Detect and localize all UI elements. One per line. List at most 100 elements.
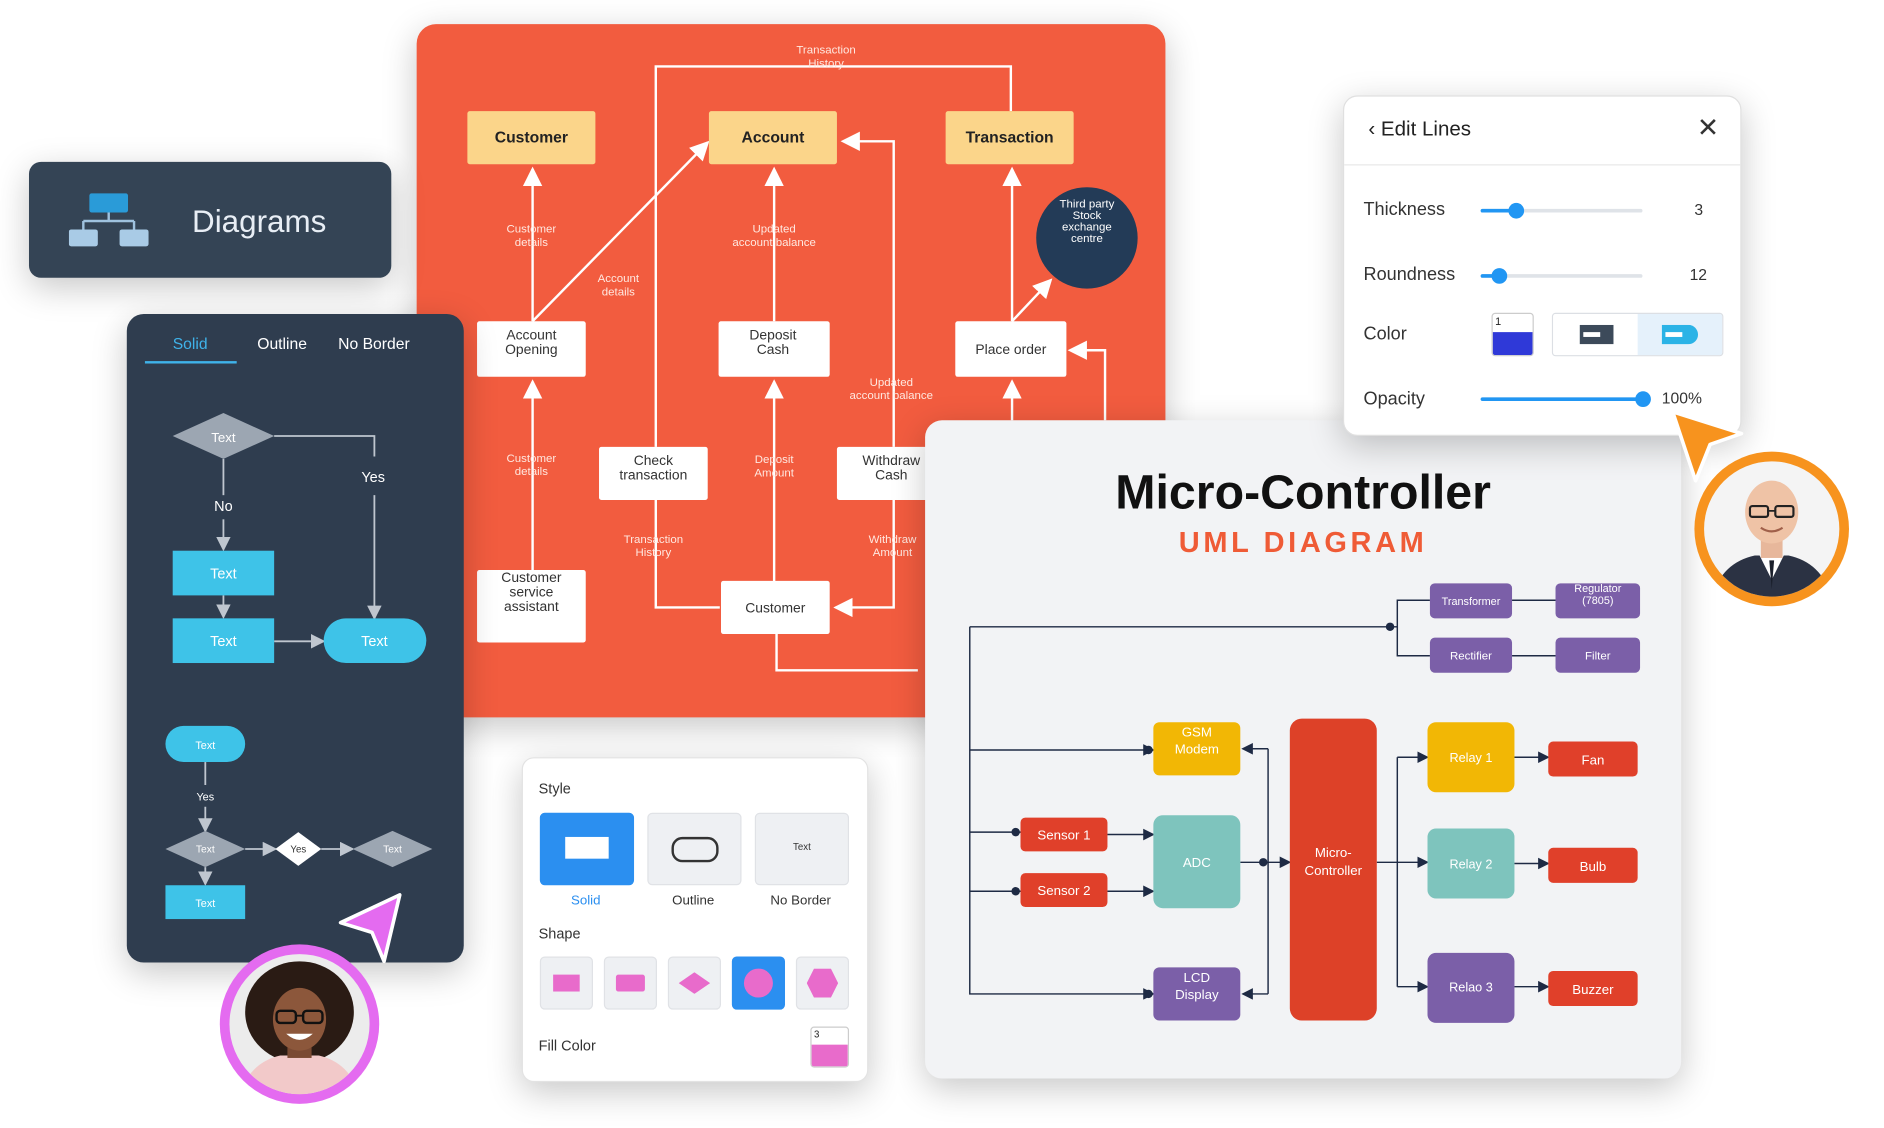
roundness-label: Roundness	[1363, 264, 1456, 286]
block-relay-1[interactable]: Relay 1	[1449, 751, 1492, 765]
process-node[interactable]: Text	[172, 618, 275, 664]
shape-rectangle-option[interactable]	[539, 956, 593, 1010]
shape-circle-option[interactable]	[731, 956, 786, 1010]
diamond-icon	[678, 972, 711, 994]
dfd-canvas: Customer Account Transaction	[467, 45, 1138, 672]
fill-color-swatch[interactable]: 3	[810, 1026, 850, 1068]
opacity-handle[interactable]	[1635, 391, 1651, 407]
style-option-label: No Border	[770, 893, 831, 909]
opacity-slider[interactable]	[1480, 391, 1651, 407]
tab-solid[interactable]: Solid	[172, 334, 208, 353]
close-icon[interactable]: ✕	[1696, 112, 1720, 143]
block-sensor-2[interactable]: Sensor 2	[1037, 883, 1090, 898]
no-border-sample: Text	[793, 841, 811, 853]
process-node[interactable]: Text	[165, 885, 246, 920]
process-place-order[interactable]: Place order	[975, 341, 1046, 357]
decision-node[interactable]: Text	[352, 830, 433, 868]
decision-node[interactable]: Yes	[275, 832, 322, 866]
line-color-sample	[1492, 332, 1533, 356]
block-sensor-1[interactable]: Sensor 1	[1037, 827, 1090, 842]
block-bulb[interactable]: Bulb	[1580, 859, 1607, 874]
back-button[interactable]: ‹ Edit Lines	[1368, 117, 1471, 141]
decision-node[interactable]: Text	[165, 830, 246, 868]
thickness-handle[interactable]	[1508, 202, 1525, 219]
fill-color-sample	[811, 1044, 848, 1067]
block-transformer[interactable]: Transformer	[1442, 596, 1501, 608]
style-option-label: Solid	[570, 893, 601, 909]
tab-no-border[interactable]: No Border	[338, 334, 410, 353]
style-option-label: Outline	[672, 893, 715, 909]
roundness-slider[interactable]	[1480, 268, 1643, 284]
roundness-fill	[1480, 274, 1499, 278]
diagrams-card[interactable]: Diagrams	[28, 161, 392, 278]
block-fan[interactable]: Fan	[1582, 752, 1605, 767]
svg-text:Text: Text	[195, 898, 215, 910]
shape-hexagon-option[interactable]	[795, 956, 850, 1010]
line-color-swatch[interactable]: 1	[1491, 312, 1534, 357]
block-relay-2[interactable]: Relay 2	[1449, 857, 1492, 871]
block-micro-controller[interactable]: Micro-Controller	[1305, 845, 1363, 878]
roundness-handle[interactable]	[1491, 268, 1507, 284]
block-relay-3[interactable]: Relao 3	[1449, 981, 1493, 995]
fill-color-label: Fill Color	[538, 1037, 596, 1055]
process-node[interactable]: Text	[172, 550, 275, 596]
block-regulator[interactable]: Regulator(7805)	[1574, 583, 1621, 607]
thickness-slider[interactable]	[1480, 202, 1643, 219]
svg-text:Text: Text	[361, 634, 388, 650]
yes-label: Yes	[196, 792, 214, 804]
dfd-card: Customer Account Transaction	[416, 24, 1166, 718]
uml-subtitle: UML DIAGRAM	[1178, 526, 1428, 560]
chevron-left-icon: ‹	[1368, 117, 1376, 141]
round-end-icon	[1661, 324, 1699, 345]
block-rectifier[interactable]: Rectifier	[1450, 650, 1492, 662]
style-solid-option[interactable]	[539, 812, 635, 886]
style-no-border-option[interactable]: Text	[754, 812, 850, 886]
active-tab-indicator	[144, 361, 237, 364]
thickness-value: 3	[1694, 200, 1704, 219]
avatar-man	[1694, 451, 1849, 607]
divider	[1344, 164, 1741, 166]
block-buzzer[interactable]: Buzzer	[1572, 982, 1614, 997]
roundness-value: 12	[1689, 265, 1708, 284]
solid-sample	[565, 836, 609, 859]
shape-rounded-option[interactable]	[603, 956, 657, 1010]
line-end-toggle[interactable]	[1551, 312, 1724, 357]
shape-diamond-option[interactable]	[667, 956, 721, 1010]
shape-heading: Shape	[538, 925, 581, 943]
svg-text:Text: Text	[211, 430, 236, 445]
edit-lines-panel: ‹ Edit Lines ✕ Thickness 3 Roundness 12 …	[1342, 95, 1742, 436]
tab-outline[interactable]: Outline	[257, 334, 308, 353]
block-filter[interactable]: Filter	[1585, 650, 1611, 662]
panel-title: Edit Lines	[1380, 117, 1472, 141]
process-customer[interactable]: Customer	[745, 599, 806, 615]
dfd-entity-account[interactable]: Account	[708, 111, 837, 165]
stock-exchange-node[interactable]	[1036, 187, 1138, 289]
block-adc[interactable]: ADC	[1183, 855, 1211, 870]
opacity-fill	[1480, 397, 1643, 401]
circle-icon	[743, 968, 773, 998]
uml-card: Micro-Controller UML DIAGRAM	[925, 420, 1682, 1079]
decision-node[interactable]: Text	[172, 413, 275, 459]
line-end-round[interactable]	[1637, 314, 1723, 356]
dfd-entity-customer[interactable]: Customer	[467, 111, 596, 165]
color-label: Color	[1363, 323, 1407, 345]
fill-color-badge: 3	[813, 1028, 820, 1040]
line-end-flat[interactable]	[1553, 314, 1638, 356]
thickness-label: Thickness	[1363, 199, 1446, 220]
svg-text:Text: Text	[210, 566, 237, 582]
orange-cursor-icon	[1670, 410, 1744, 483]
style-outline-option[interactable]	[647, 812, 742, 886]
terminal-node[interactable]: Text	[165, 725, 246, 763]
terminal-node[interactable]: Text	[323, 618, 427, 664]
dfd-entity-transaction[interactable]: Transaction	[945, 111, 1074, 165]
pink-cursor-icon	[338, 893, 402, 964]
